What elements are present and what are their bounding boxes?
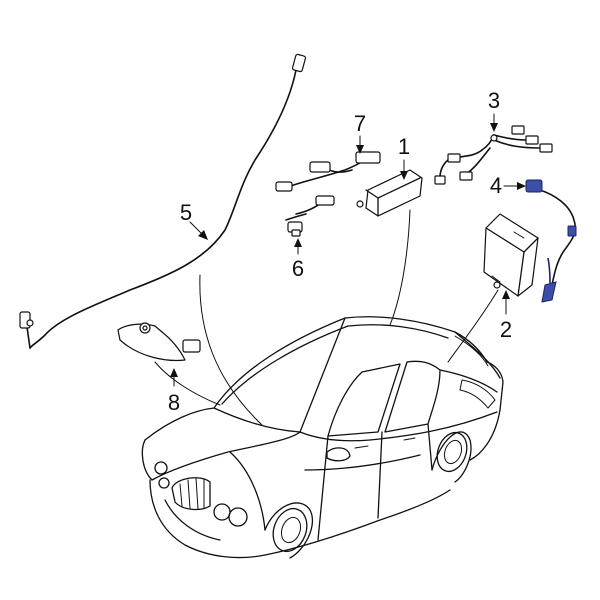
callout-6: 6 [292, 256, 304, 281]
callout-8: 8 [168, 390, 180, 415]
callout-2: 2 [500, 317, 512, 342]
leader-lines [154, 209, 499, 426]
callout-3: 3 [488, 88, 500, 113]
highlight-connector-c [541, 281, 557, 303]
part-8-antenna-base [117, 322, 201, 362]
callout-5: 5 [180, 200, 192, 225]
highlight-connector-a [525, 179, 543, 193]
part-4-highlighted-cable [525, 179, 577, 303]
part-2-control-unit [483, 213, 539, 297]
callout-labels: 1 2 3 4 5 6 7 8 [168, 88, 512, 415]
part-7-harness [275, 151, 381, 215]
highlight-connector-b [567, 225, 577, 237]
callout-7: 7 [354, 111, 366, 136]
sedan-illustration [141, 316, 504, 559]
part-3-connector-harness [434, 125, 553, 185]
callout-arrows [170, 113, 526, 387]
part-5-antenna-cable [19, 53, 307, 349]
callout-4: 4 [490, 173, 502, 198]
callout-1: 1 [398, 134, 410, 159]
part-6-sensor [285, 213, 307, 237]
part-1-module [356, 169, 423, 217]
